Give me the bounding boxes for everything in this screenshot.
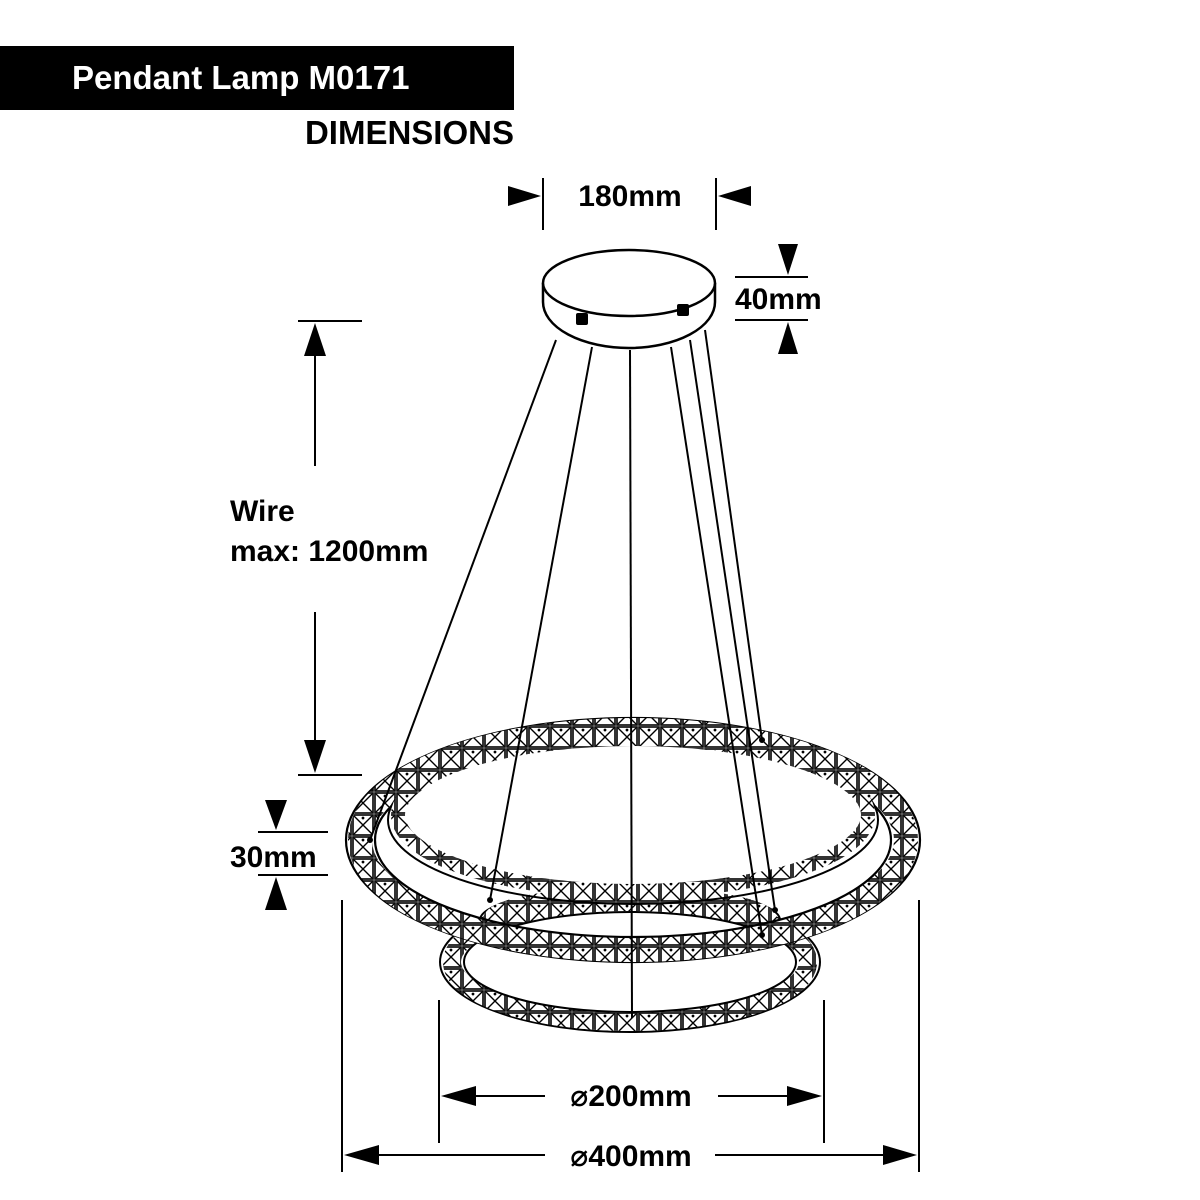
canopy-width-dimension: 180mm xyxy=(508,178,751,230)
product-title: Pendant Lamp M0171 xyxy=(72,59,410,96)
canopy-height-dimension: 40mm xyxy=(735,244,822,354)
canopy-screw-right xyxy=(677,304,689,316)
suspension-wires xyxy=(369,329,776,1019)
dimensions-heading: DIMENSIONS xyxy=(304,114,514,151)
small-diameter-label: ⌀200mm xyxy=(570,1080,691,1113)
large-diameter-label: ⌀400mm xyxy=(570,1140,691,1173)
canopy-height-label: 40mm xyxy=(735,283,822,316)
wire-6 xyxy=(704,329,763,741)
canopy-screw-left xyxy=(576,313,588,325)
product-title-bar: Pendant Lamp M0171 xyxy=(0,46,514,110)
wire-length-dimension: Wire max: 1200mm xyxy=(230,320,428,776)
large-diameter-dimension: ⌀400mm xyxy=(341,900,920,1173)
wire-max-label: max: 1200mm xyxy=(230,535,428,568)
wire-3 xyxy=(629,349,633,1019)
canopy-width-label: 180mm xyxy=(578,180,681,213)
ceiling-canopy xyxy=(541,248,717,350)
wire-label: Wire xyxy=(230,495,295,528)
ring-height-dimension: 30mm xyxy=(230,800,328,910)
ring-height-label: 30mm xyxy=(230,841,317,874)
large-ring xyxy=(344,716,922,964)
small-diameter-dimension: ⌀200mm xyxy=(438,1000,825,1143)
wire-5 xyxy=(689,339,776,911)
wire-4 xyxy=(670,346,763,936)
wire-1 xyxy=(369,339,557,841)
wire-anchors xyxy=(367,737,778,938)
wire-2 xyxy=(489,346,593,901)
